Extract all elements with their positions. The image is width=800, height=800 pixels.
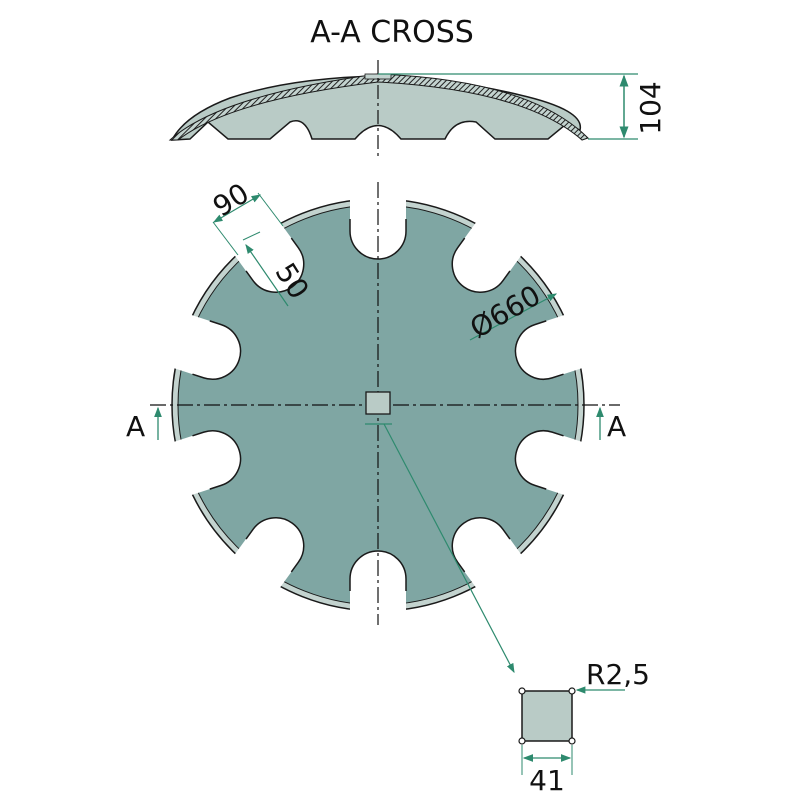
- disc-notch: [515, 312, 591, 380]
- cross-section-view: 104: [168, 60, 667, 160]
- detail-leader-line: [383, 423, 515, 674]
- disc-notch-edge: [245, 517, 305, 573]
- height-label: 104: [634, 81, 667, 134]
- square-hole-detail: R2,5 41: [518, 658, 650, 797]
- section-title: A-A CROSS: [310, 15, 474, 50]
- disc-notch-edge: [192, 320, 242, 380]
- disc-notch: [165, 312, 241, 380]
- diameter-dimension-line: [469, 293, 558, 341]
- disc-notch: [515, 430, 591, 498]
- disc-notch-edge: [349, 550, 407, 591]
- disc-notch-edge: [451, 517, 511, 573]
- square-hole-detail-shape: [521, 690, 573, 742]
- square-size-label: 41: [529, 764, 565, 797]
- notch-width-label: 90: [207, 177, 255, 224]
- disc-notch-edge: [451, 237, 511, 293]
- disc-notch-edge: [514, 430, 564, 490]
- disc-notch: [165, 430, 241, 498]
- center-square-hole: [365, 391, 391, 415]
- corner-radius-label: R2,5: [586, 658, 650, 691]
- disc-notch-edge: [192, 430, 242, 490]
- section-hatch: [168, 73, 589, 141]
- disc-notch-edge: [514, 320, 564, 380]
- disc-notch: [350, 551, 406, 619]
- section-marker-left: A: [126, 410, 145, 443]
- disc-notch-edge: [245, 237, 305, 293]
- section-marker-right: A: [607, 410, 626, 443]
